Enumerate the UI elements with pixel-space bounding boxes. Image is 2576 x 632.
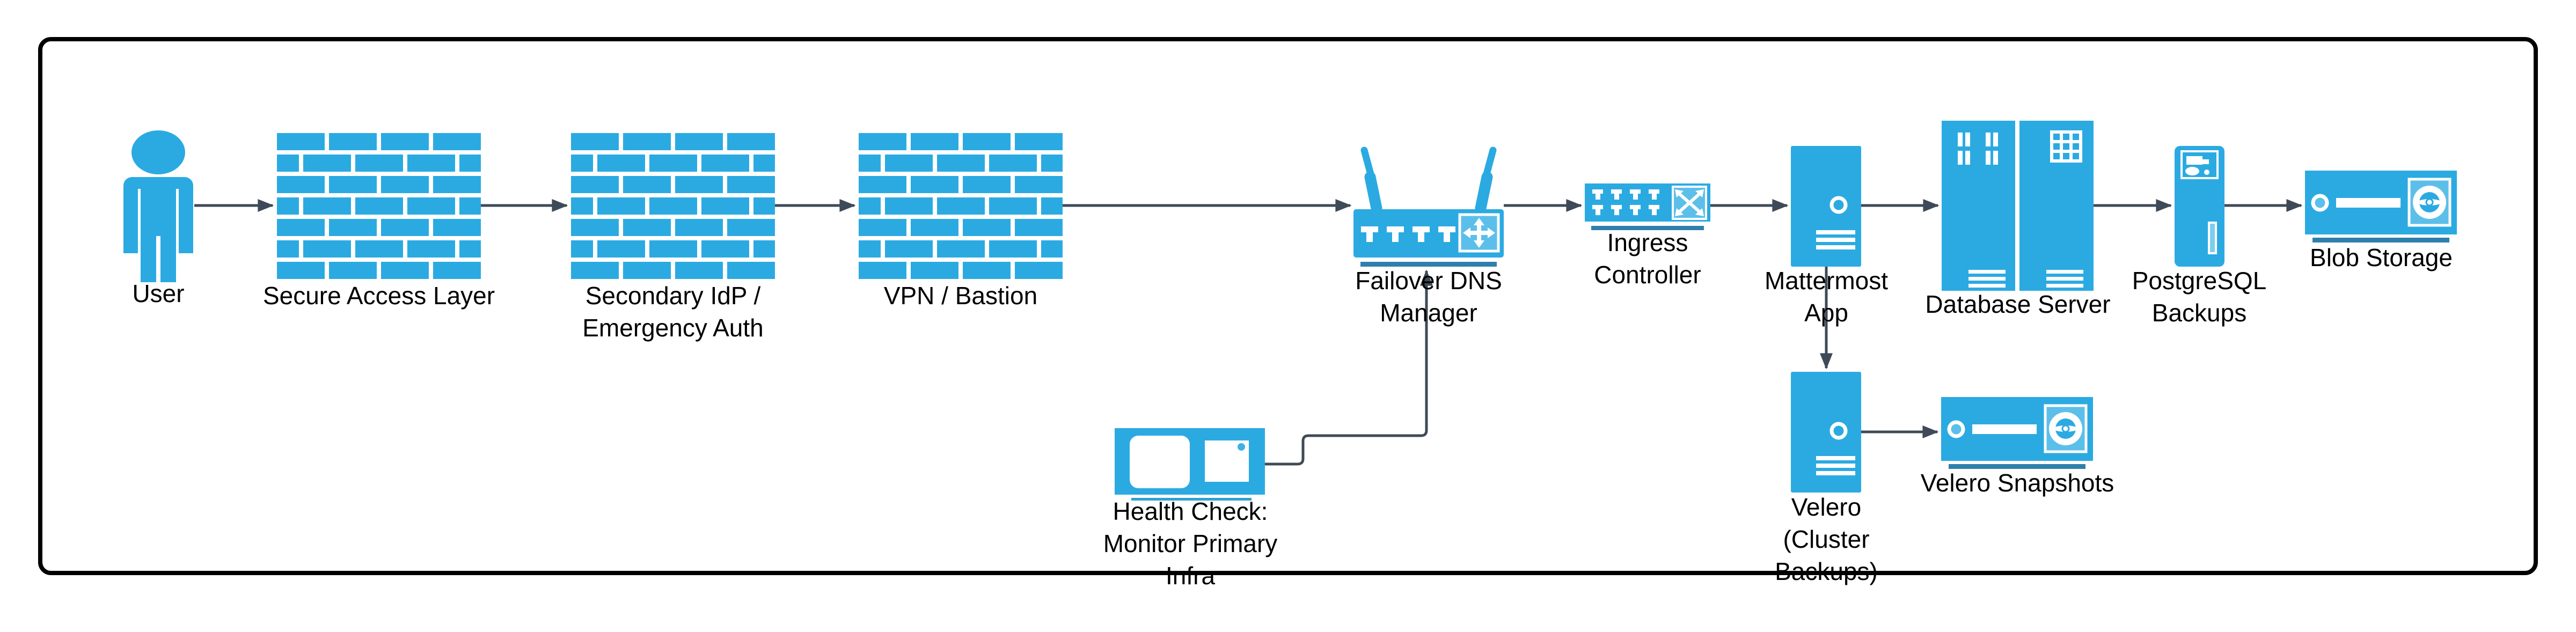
database-server-label: Database Server [1925,290,2111,318]
crossed-arrows-icon [1675,189,1704,216]
switch-ports [1592,189,1659,215]
health-check-label: Health Check: Monitor Primary Infra [1103,497,1278,590]
vpn-bastion-label: VPN / Bastion [883,282,1038,310]
user-label: User [132,280,185,307]
firewall-icon-secondary-idp [571,133,775,279]
failover-dns-label: Failover DNS Manager [1355,267,1502,327]
firewall-icon-vpn-bastion [859,133,1063,279]
secondary-idp-label: Secondary IdP / Emergency Auth [582,282,764,342]
wireless-router-icon [1353,146,1504,267]
server-tower-icon-velero [1791,372,1861,493]
tower-pc-icon [2175,146,2224,267]
velero-label: Velero (Cluster Backups) [1775,493,1878,585]
secure-access-label: Secure Access Layer [262,282,495,310]
diagram-border [38,37,2538,575]
server-tower-icon-mattermost [1791,146,1861,267]
postgresql-backups-label: PostgreSQL Backups [2132,267,2267,327]
blob-storage-label: Blob Storage [2310,244,2453,271]
storage-unit-icon-blob [2305,171,2457,242]
monitor-icon [1115,428,1265,501]
connector-healthcheck-to-dns [1265,269,1433,466]
storage-unit-icon-snapshots [1941,397,2093,469]
person-icon [123,130,193,282]
ethernet-ports [1361,226,1455,242]
velero-snapshots-label: Velero Snapshots [1920,469,2114,497]
rack-servers-icon [1942,121,2094,291]
mattermost-app-label: Mattermost App [1764,267,1889,327]
connectors [194,199,2303,466]
switch-icon [1585,183,1710,230]
ingress-controller-label: Ingress Controller [1594,229,1701,289]
route-cross-icon [1463,218,1495,248]
firewall-icon-secure-access [277,133,481,279]
